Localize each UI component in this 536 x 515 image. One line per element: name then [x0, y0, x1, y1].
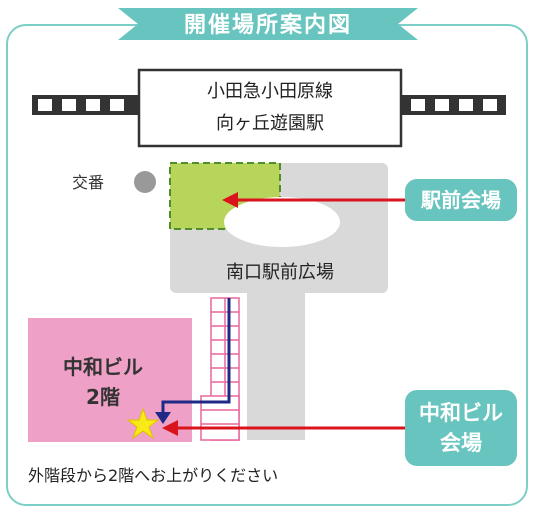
stairs-route-arrowhead — [155, 412, 171, 424]
nakawa-venue-tag: 中和ビル 会場 — [405, 390, 517, 466]
station-label: 小田急小田原線 向ヶ丘遊園駅 — [139, 76, 401, 140]
police-box-label: 交番 — [72, 173, 105, 192]
nakawa-venue-tag-line2: 会場 — [440, 431, 482, 455]
nakawa-venue-arrowhead — [162, 420, 178, 436]
title-ribbon — [118, 8, 418, 40]
stairs-route-arrow — [161, 298, 231, 414]
ekimae-venue-arrowhead — [222, 192, 238, 208]
building-floor: 2階 — [86, 385, 120, 409]
police-box-icon — [134, 171, 156, 193]
building-label: 中和ビル 2階 — [38, 352, 168, 412]
nakawa-venue-star-icon — [126, 407, 160, 440]
station-name: 向ヶ丘遊園駅 — [216, 113, 324, 134]
ekimae-venue-tag: 駅前会場 — [405, 179, 517, 221]
building-name: 中和ビル — [63, 355, 143, 379]
plaza-label: 南口駅前広場 — [226, 262, 334, 283]
plaza-walkway — [247, 292, 305, 440]
railway-track — [32, 95, 506, 115]
external-stairs — [200, 297, 240, 441]
plaza-roundabout — [224, 197, 340, 247]
station-line-name: 小田急小田原線 — [207, 81, 333, 102]
stairs-instruction: 外階段から2階へお上がりください — [28, 466, 279, 485]
map-title: 開催場所案内図 — [183, 13, 352, 38]
station-building — [137, 68, 403, 148]
nakawa-venue-tag-line1: 中和ビル — [419, 401, 503, 425]
